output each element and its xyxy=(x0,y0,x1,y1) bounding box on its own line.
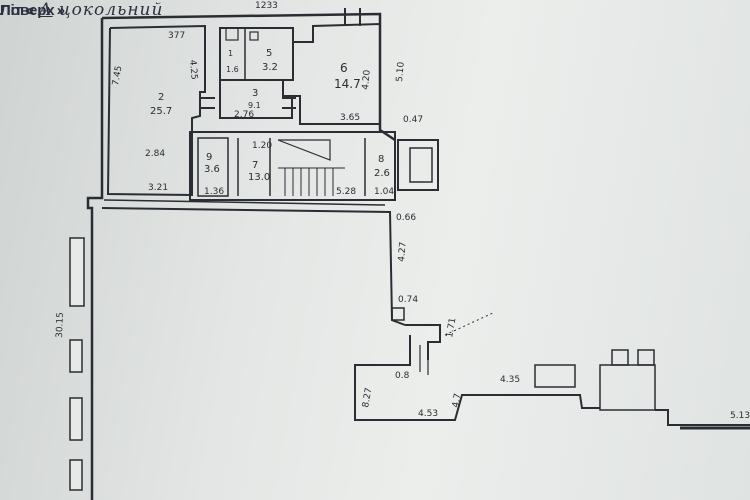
dim-lower-b: 0.8 xyxy=(395,371,410,381)
lit-close: » xyxy=(56,2,66,19)
dimension-labels: 1233 377 7.45 4.25 2.84 3.21 4.20 5.10 3… xyxy=(55,1,750,421)
room-labels: 2 25.7 1 1.6 5 3.2 3 9.1 6 14.7 9 3.6 7 … xyxy=(150,48,390,183)
lit-label: Літ xyxy=(0,2,23,19)
room-1-area: 1.6 xyxy=(226,65,239,74)
room-2-number: 2 xyxy=(158,92,164,103)
dim-corridor-len: 2.84 xyxy=(145,149,165,159)
dim-room6-side: 4.20 xyxy=(361,69,373,90)
floor-title: Поверх цокольний xyxy=(0,0,163,20)
dim-left-small: 1.36 xyxy=(204,187,224,197)
room-1-number: 1 xyxy=(228,49,233,58)
dim-lower-f: 4.35 xyxy=(500,375,520,385)
dim-right-wall: 5.10 xyxy=(395,61,407,82)
dim-stair-bottom: 5.28 xyxy=(336,187,356,197)
lower-annex xyxy=(354,311,750,430)
dim-lower-a: 1.71 xyxy=(445,317,458,338)
room-9-number: 9 xyxy=(206,152,212,163)
lit-value: А xyxy=(38,0,53,20)
window-openings xyxy=(69,237,85,491)
room-7-area: 13.0 xyxy=(248,172,270,183)
dim-room1-inner: 4.25 xyxy=(187,59,199,80)
dim-corner: 0.47 xyxy=(403,115,423,125)
room-5-area: 3.2 xyxy=(262,62,278,73)
dim-top-overall: 1233 xyxy=(255,1,278,11)
floor-label: Поверх xyxy=(0,2,55,19)
room-3-number: 3 xyxy=(252,88,258,99)
dim-lower-e: 4.7 xyxy=(451,393,463,409)
dim-left-long: 30.15 xyxy=(55,312,66,338)
floor-value: цокольний xyxy=(58,0,164,20)
dim-room1-top: 377 xyxy=(168,31,185,41)
room-5-number: 5 xyxy=(266,48,272,59)
lit-title: Літ « А » xyxy=(0,0,65,20)
dim-ext-small: 0.74 xyxy=(398,295,418,305)
dim-room6-bottom: 3.65 xyxy=(340,113,360,123)
room-6-number: 6 xyxy=(340,61,348,75)
dim-stair-top: 1.20 xyxy=(252,141,272,151)
dim-ext-top: 0.66 xyxy=(396,213,416,223)
dim-ext-wall: 4.27 xyxy=(397,241,409,262)
dim-room1-bottom: 3.21 xyxy=(148,183,168,193)
room-2-area: 25.7 xyxy=(150,106,172,117)
lit-open: « xyxy=(26,2,35,19)
dim-room1-side: 7.45 xyxy=(111,65,124,86)
dim-right-small: 1.04 xyxy=(374,187,394,197)
room-3-area: 9.1 xyxy=(248,101,261,110)
room-8-number: 8 xyxy=(378,154,384,165)
room-9-area: 3.6 xyxy=(204,164,220,175)
room-walls xyxy=(106,8,439,321)
dim-lower-d: 4.53 xyxy=(418,409,438,419)
dim-room3-width: 2.76 xyxy=(234,110,254,120)
dim-lower-c: 8.27 xyxy=(361,387,374,408)
room-6-area: 14.7 xyxy=(334,77,361,91)
dim-far-right: 5.13 xyxy=(730,411,750,421)
room-7-number: 7 xyxy=(252,160,258,171)
room-8-area: 2.6 xyxy=(374,168,390,179)
